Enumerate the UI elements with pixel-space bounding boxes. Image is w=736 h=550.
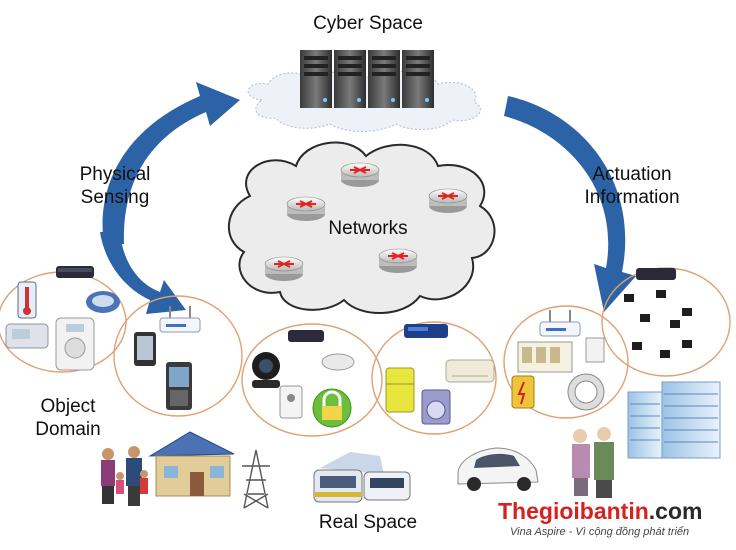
- actuation-line1: Actuation: [592, 164, 672, 185]
- sensor-node-icon: [86, 291, 120, 313]
- router-icon: [636, 268, 676, 280]
- refrigerator-icon: [385, 367, 415, 413]
- actuation-line2: Information: [584, 187, 680, 208]
- wifi-router-icon: [539, 310, 581, 337]
- router-icon: [404, 324, 448, 338]
- object-domain-label: Object Domain: [16, 395, 120, 441]
- smartphone-icon: [166, 362, 192, 410]
- networks-label: Networks: [328, 218, 408, 239]
- object-domain-line1: Object: [40, 396, 96, 417]
- physical-sensing-line2: Sensing: [80, 187, 150, 208]
- server-rack-icon: [300, 50, 434, 108]
- scale-icon: [55, 317, 95, 371]
- building-icon: [627, 381, 721, 459]
- real-space-label: Real Space: [318, 512, 418, 533]
- thermometer-icon: [17, 281, 37, 319]
- house-icon: [148, 431, 235, 497]
- sensor-node-icon: [321, 353, 355, 371]
- brand-watermark: Thegioibantin.com: [498, 498, 702, 525]
- sensor-node-icon: [279, 385, 303, 419]
- power-tower-icon: [242, 449, 270, 509]
- scale-icon: [5, 323, 49, 349]
- router-icon: [288, 330, 324, 342]
- physical-sensing-line1: Physical: [79, 164, 151, 185]
- family-icon: [101, 446, 148, 506]
- arrow-right-down: [504, 96, 636, 312]
- brand-tagline: Vina Aspire - Vì cộng đồng phát triển: [510, 526, 690, 538]
- sensor-node-icon: [624, 290, 692, 358]
- router-icon: [264, 162, 468, 281]
- air-conditioner-icon: [445, 359, 495, 383]
- object-domain-line2: Domain: [35, 419, 101, 440]
- electric-meter-icon: [567, 373, 605, 411]
- smartphone-icon: [134, 332, 156, 366]
- bus-icon: [313, 452, 411, 503]
- brand-main: Thegioibantin: [498, 498, 649, 524]
- arrow-left-down: [100, 232, 186, 314]
- actuation-information-label: Actuation Information: [570, 163, 694, 209]
- router-icon: [56, 266, 94, 278]
- brand-suffix: .com: [648, 498, 703, 524]
- car-icon: [457, 447, 539, 491]
- electric-meter-icon: [517, 341, 573, 373]
- electric-meter-icon: [585, 337, 605, 363]
- elderly-couple-icon: [572, 427, 614, 498]
- physical-sensing-label: Physical Sensing: [56, 163, 174, 209]
- lock-icon: [312, 388, 352, 428]
- webcam-icon: [252, 352, 280, 388]
- arrow-left-up: [102, 82, 241, 244]
- wifi-router-icon: [159, 306, 201, 333]
- battery-icon: [511, 375, 535, 409]
- cyber-space-label: Cyber Space: [313, 13, 423, 34]
- washing-machine-icon: [421, 389, 451, 425]
